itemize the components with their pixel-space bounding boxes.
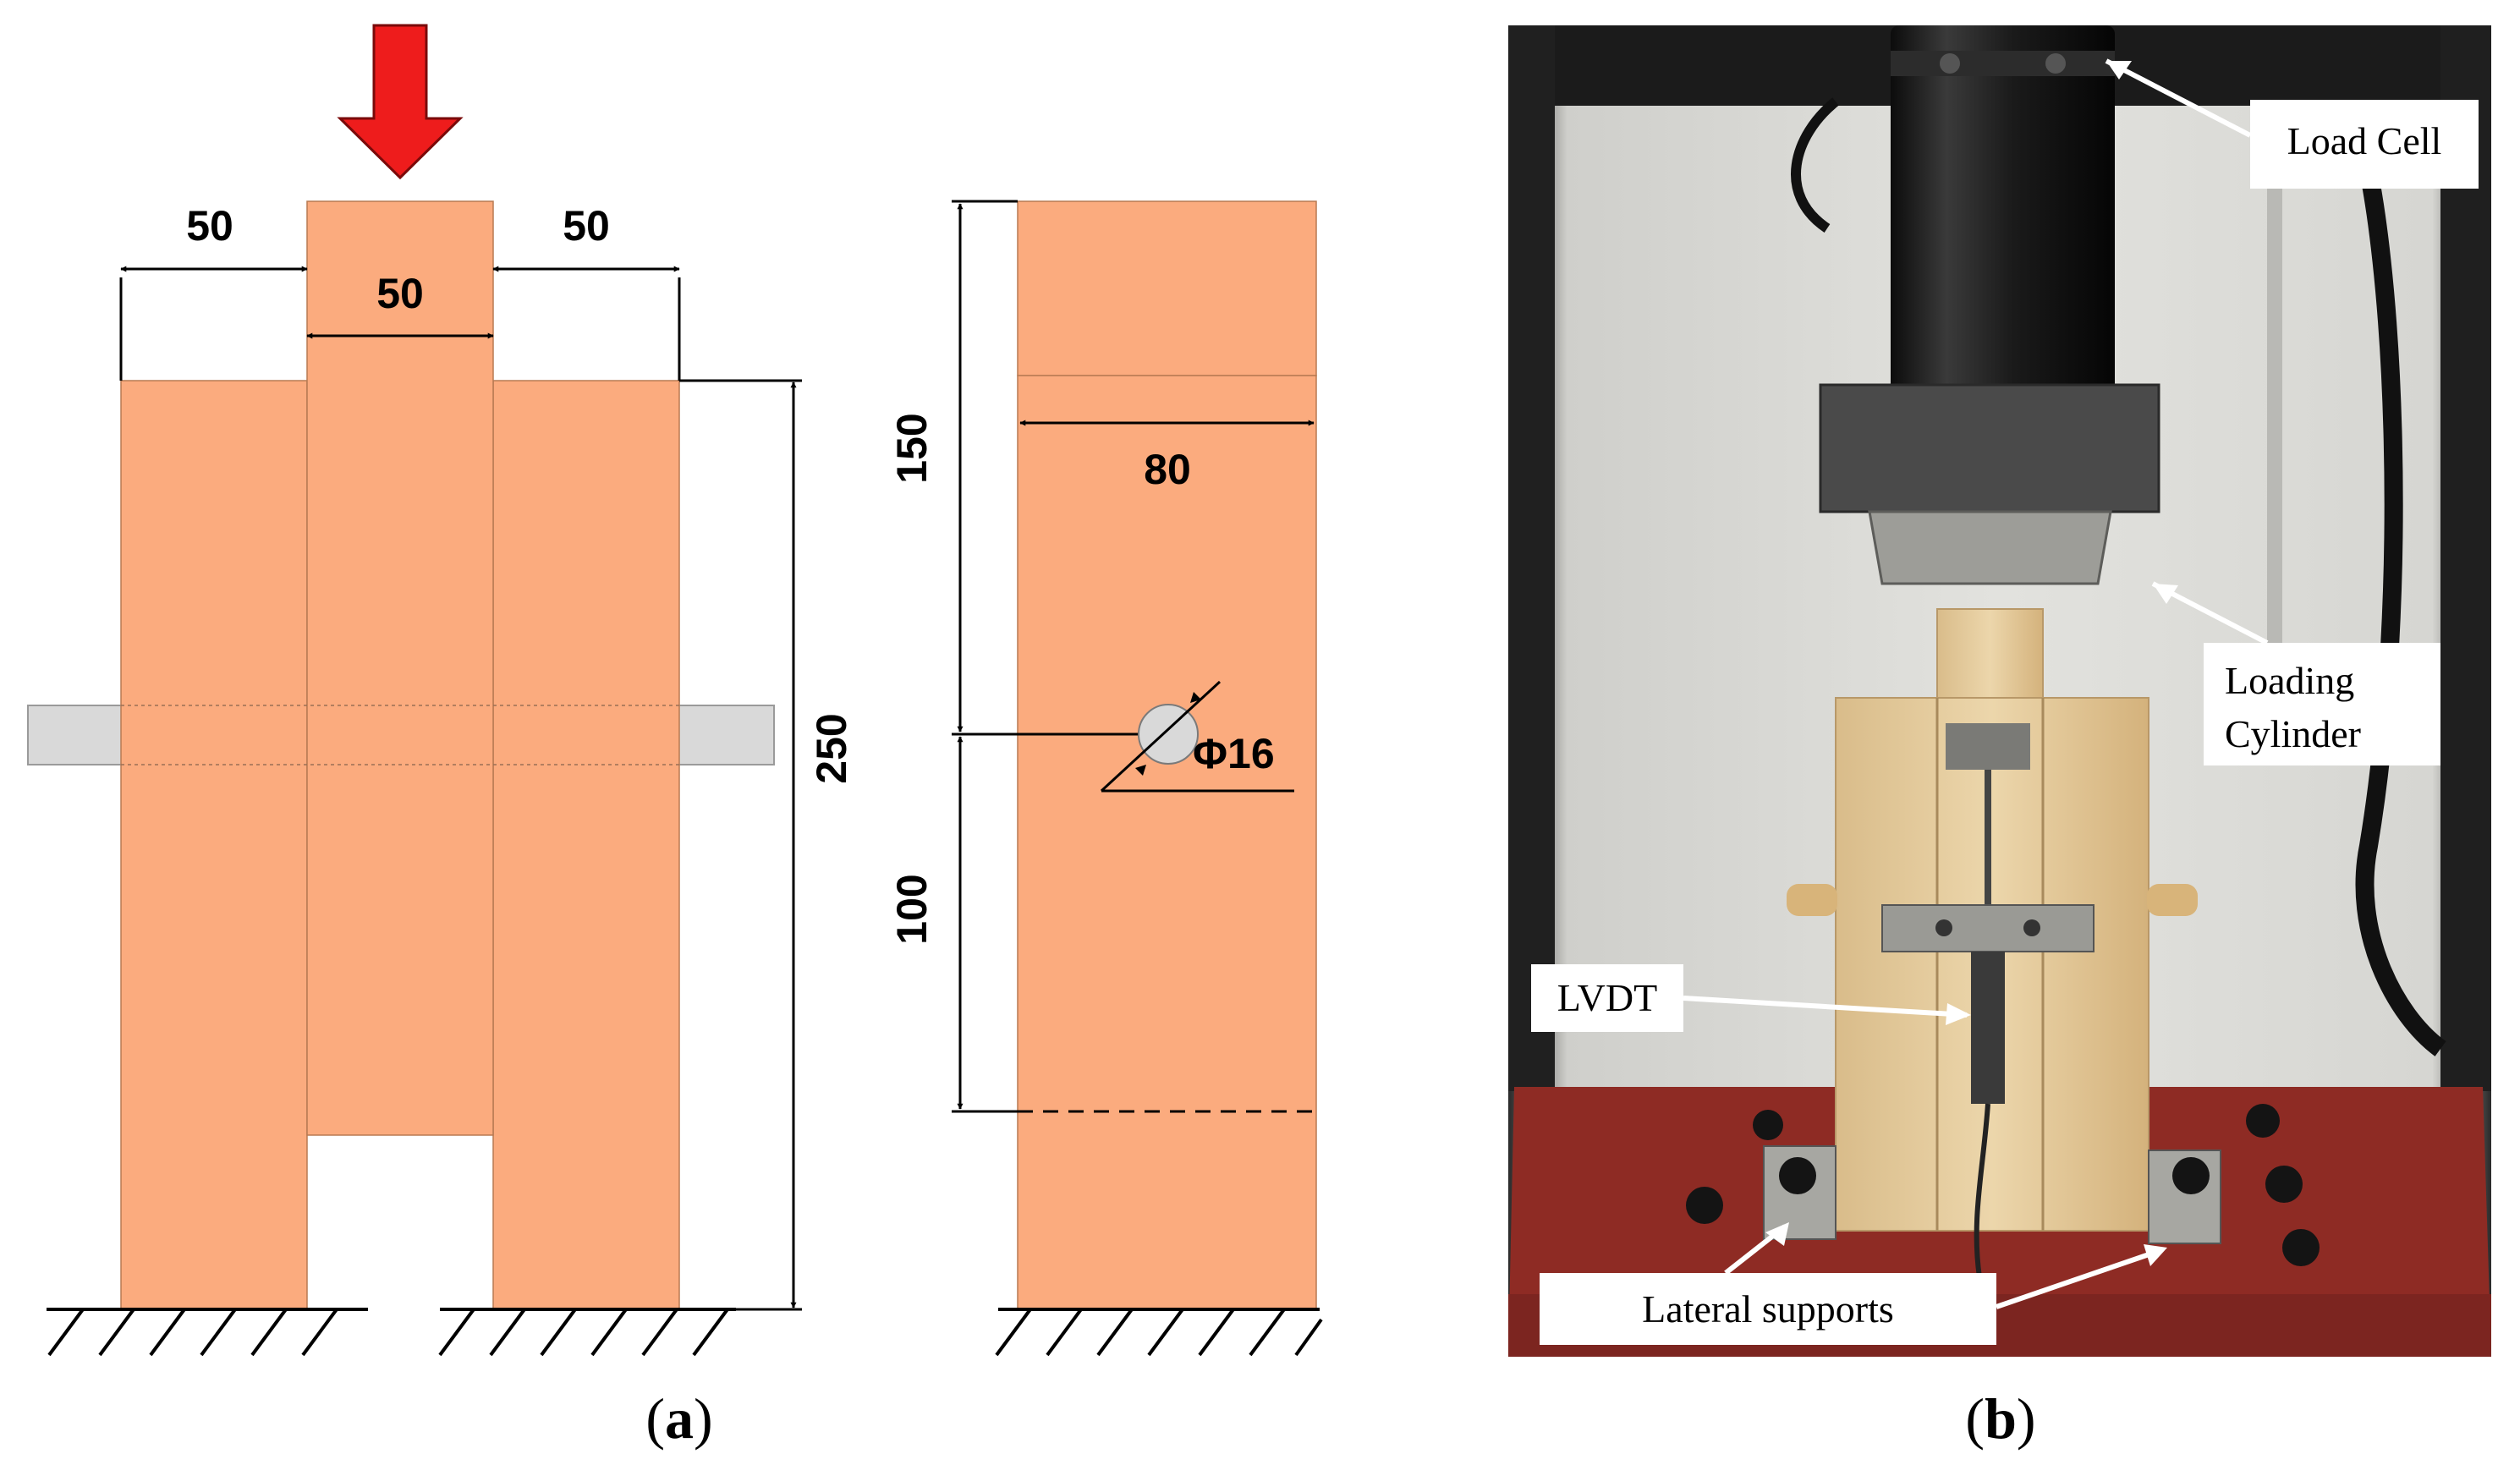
pointer-loading-cylinder-head (2153, 584, 2178, 604)
frame-post (2267, 106, 2282, 698)
label-box-loading-cylinder (2204, 643, 2440, 765)
load-cell-bolt-2 (2045, 53, 2066, 74)
panel-b-photo: Load Cell Loading Cylinder LVDT Lateral … (1508, 25, 2491, 1451)
right-side-member (492, 380, 680, 1310)
pointer-load-cell (2105, 58, 2252, 138)
ground-support-left (47, 1308, 368, 1357)
lvdt-cable (1974, 1103, 1990, 1278)
load-cell-bolt-1 (1940, 53, 1960, 74)
lvdt-sensor (1971, 952, 2005, 1104)
label-lateral-supports: Lateral supports (1642, 1287, 1894, 1331)
pointer-lateral-right-head (2144, 1244, 2167, 1266)
dim-label-left-width: 50 (186, 202, 233, 250)
pointer-lateral-right (1996, 1248, 2162, 1309)
panel-b-caption: (b) (1965, 1386, 2035, 1451)
side-view-side-member (1017, 375, 1317, 1310)
left-side-member (120, 380, 308, 1310)
dim-label-upper-length: 150 (888, 413, 936, 483)
bolt-dim-arrow-lower (1135, 765, 1146, 776)
load-cell-body (1891, 25, 2115, 398)
label-box-lvdt (1531, 964, 1683, 1032)
machine-upright-right (2440, 25, 2491, 1091)
dim-label-bolt-diameter: Φ16 (1193, 730, 1275, 777)
label-loading-cylinder-line1: Loading (2225, 659, 2354, 702)
dim-label-lower-length: 100 (888, 874, 936, 944)
pointer-lvdt-head (1946, 1003, 1971, 1025)
dim-label-total-height: 250 (808, 713, 855, 783)
machine-upright-left (1508, 25, 1555, 1091)
ground-support-side (995, 1308, 1323, 1357)
dowel-right-end (2147, 884, 2198, 916)
pointer-load-cell-head (2106, 61, 2132, 80)
label-box-load-cell (2250, 100, 2479, 189)
pointer-lateral-left-head (1765, 1222, 1789, 1246)
ground-support-right (438, 1308, 736, 1357)
panel-a-schematic: 50 50 50 250 (27, 24, 1323, 1451)
bolt-dim-arrow-upper (1190, 692, 1201, 703)
cable-left (1791, 97, 1839, 233)
label-lvdt: LVDT (1557, 976, 1657, 1019)
panel-a-caption: (a) (645, 1386, 712, 1451)
label-loading-cylinder-line2: Cylinder (2225, 712, 2361, 755)
label-load-cell: Load Cell (2287, 119, 2442, 162)
bolt-hole (1138, 704, 1199, 765)
load-arrow (337, 24, 464, 180)
label-box-lateral-supports (1540, 1273, 1996, 1345)
lvdt-top-bracket (1946, 723, 2030, 770)
loading-cylinder (1868, 510, 2112, 585)
side-view-top-member (1017, 200, 1317, 376)
pointer-lvdt (1683, 996, 1968, 1018)
loading-head-block (1819, 383, 2160, 513)
dim-label-side-width: 80 (1144, 446, 1191, 493)
clamp-screw-1 (1935, 919, 1952, 936)
dim-label-middle-width: 50 (376, 270, 424, 317)
clamp-screw-2 (2023, 919, 2040, 936)
load-cell-band (1891, 51, 2115, 76)
dowel-left-end (1787, 884, 1837, 916)
dim-label-right-width: 50 (563, 202, 610, 250)
lvdt-clamp (1881, 904, 2095, 952)
dim-leader-bolt (1100, 680, 1222, 793)
middle-member (306, 200, 494, 1136)
base-plate-bolts (1686, 1104, 2320, 1266)
